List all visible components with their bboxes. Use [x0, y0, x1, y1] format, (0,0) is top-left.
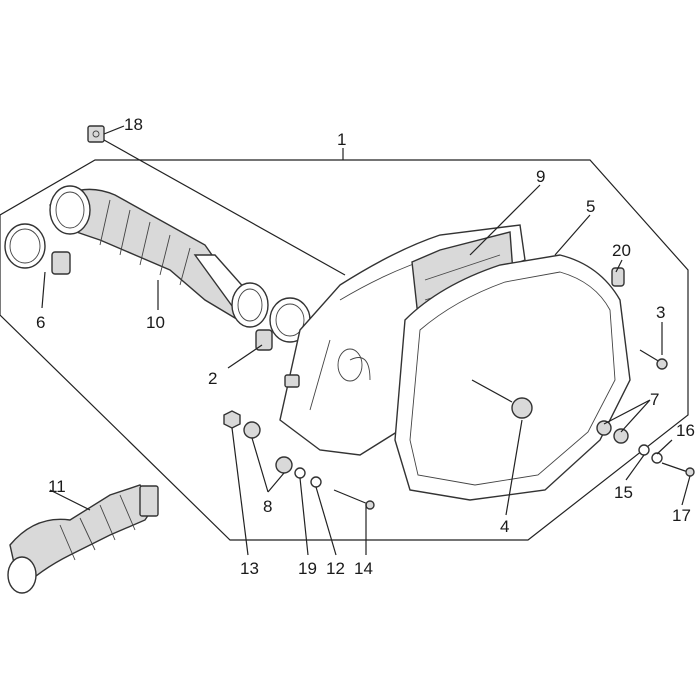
leader-16	[656, 439, 673, 455]
callout-14: 14	[354, 559, 373, 578]
part-20-pin	[611, 267, 625, 287]
callout-20: 20	[612, 241, 631, 260]
part-5-cover	[394, 254, 631, 501]
part-12-washer	[310, 476, 322, 488]
leader-12	[315, 486, 337, 556]
leader-8	[251, 437, 285, 493]
callout-9: 9	[536, 167, 545, 186]
leader-20	[615, 259, 623, 273]
leader-18b	[103, 139, 346, 276]
callout-19: 19	[298, 559, 317, 578]
callout-15: 15	[614, 483, 633, 502]
callout-5: 5	[586, 197, 595, 216]
callout-4: 4	[500, 517, 509, 536]
leader-19	[299, 477, 309, 556]
part-4-knob	[471, 379, 533, 419]
callout-12: 12	[326, 559, 345, 578]
part-6-clamp	[4, 223, 71, 275]
part-14-bolt	[333, 489, 375, 510]
part-15-17-bolt-set	[638, 444, 695, 477]
part-8-grommets	[243, 421, 293, 474]
leader-5	[554, 214, 591, 256]
callout-18: 18	[124, 115, 143, 134]
part-7-grommets	[596, 420, 629, 444]
callout-2: 2	[208, 369, 217, 388]
leader-15	[625, 454, 645, 481]
leader-2	[227, 344, 263, 369]
callout-10: 10	[146, 313, 165, 332]
callout-3: 3	[656, 303, 665, 322]
part-13-nut	[223, 410, 241, 429]
callout-17: 17	[672, 506, 691, 525]
callout-1: 1	[337, 130, 346, 149]
leader-9	[469, 184, 541, 256]
part-18-clip	[87, 125, 105, 143]
leader-11	[49, 489, 91, 511]
part-10-intake-hose	[49, 185, 269, 328]
part-3-screw	[639, 349, 668, 370]
callout-8: 8	[263, 497, 272, 516]
callout-13: 13	[240, 559, 259, 578]
callout-16: 16	[676, 421, 695, 440]
leader-4	[505, 419, 523, 516]
callout-7: 7	[650, 390, 659, 409]
part-19-washer	[294, 467, 306, 479]
leader-18	[103, 125, 125, 135]
leader-13	[231, 427, 249, 556]
leader-6	[41, 271, 46, 309]
callout-11: 11	[48, 477, 66, 496]
callout-6: 6	[36, 313, 45, 332]
assembly-boundary	[0, 159, 689, 541]
leader-17	[681, 475, 691, 506]
part-11-hose	[7, 484, 159, 594]
leader-7	[603, 399, 651, 433]
